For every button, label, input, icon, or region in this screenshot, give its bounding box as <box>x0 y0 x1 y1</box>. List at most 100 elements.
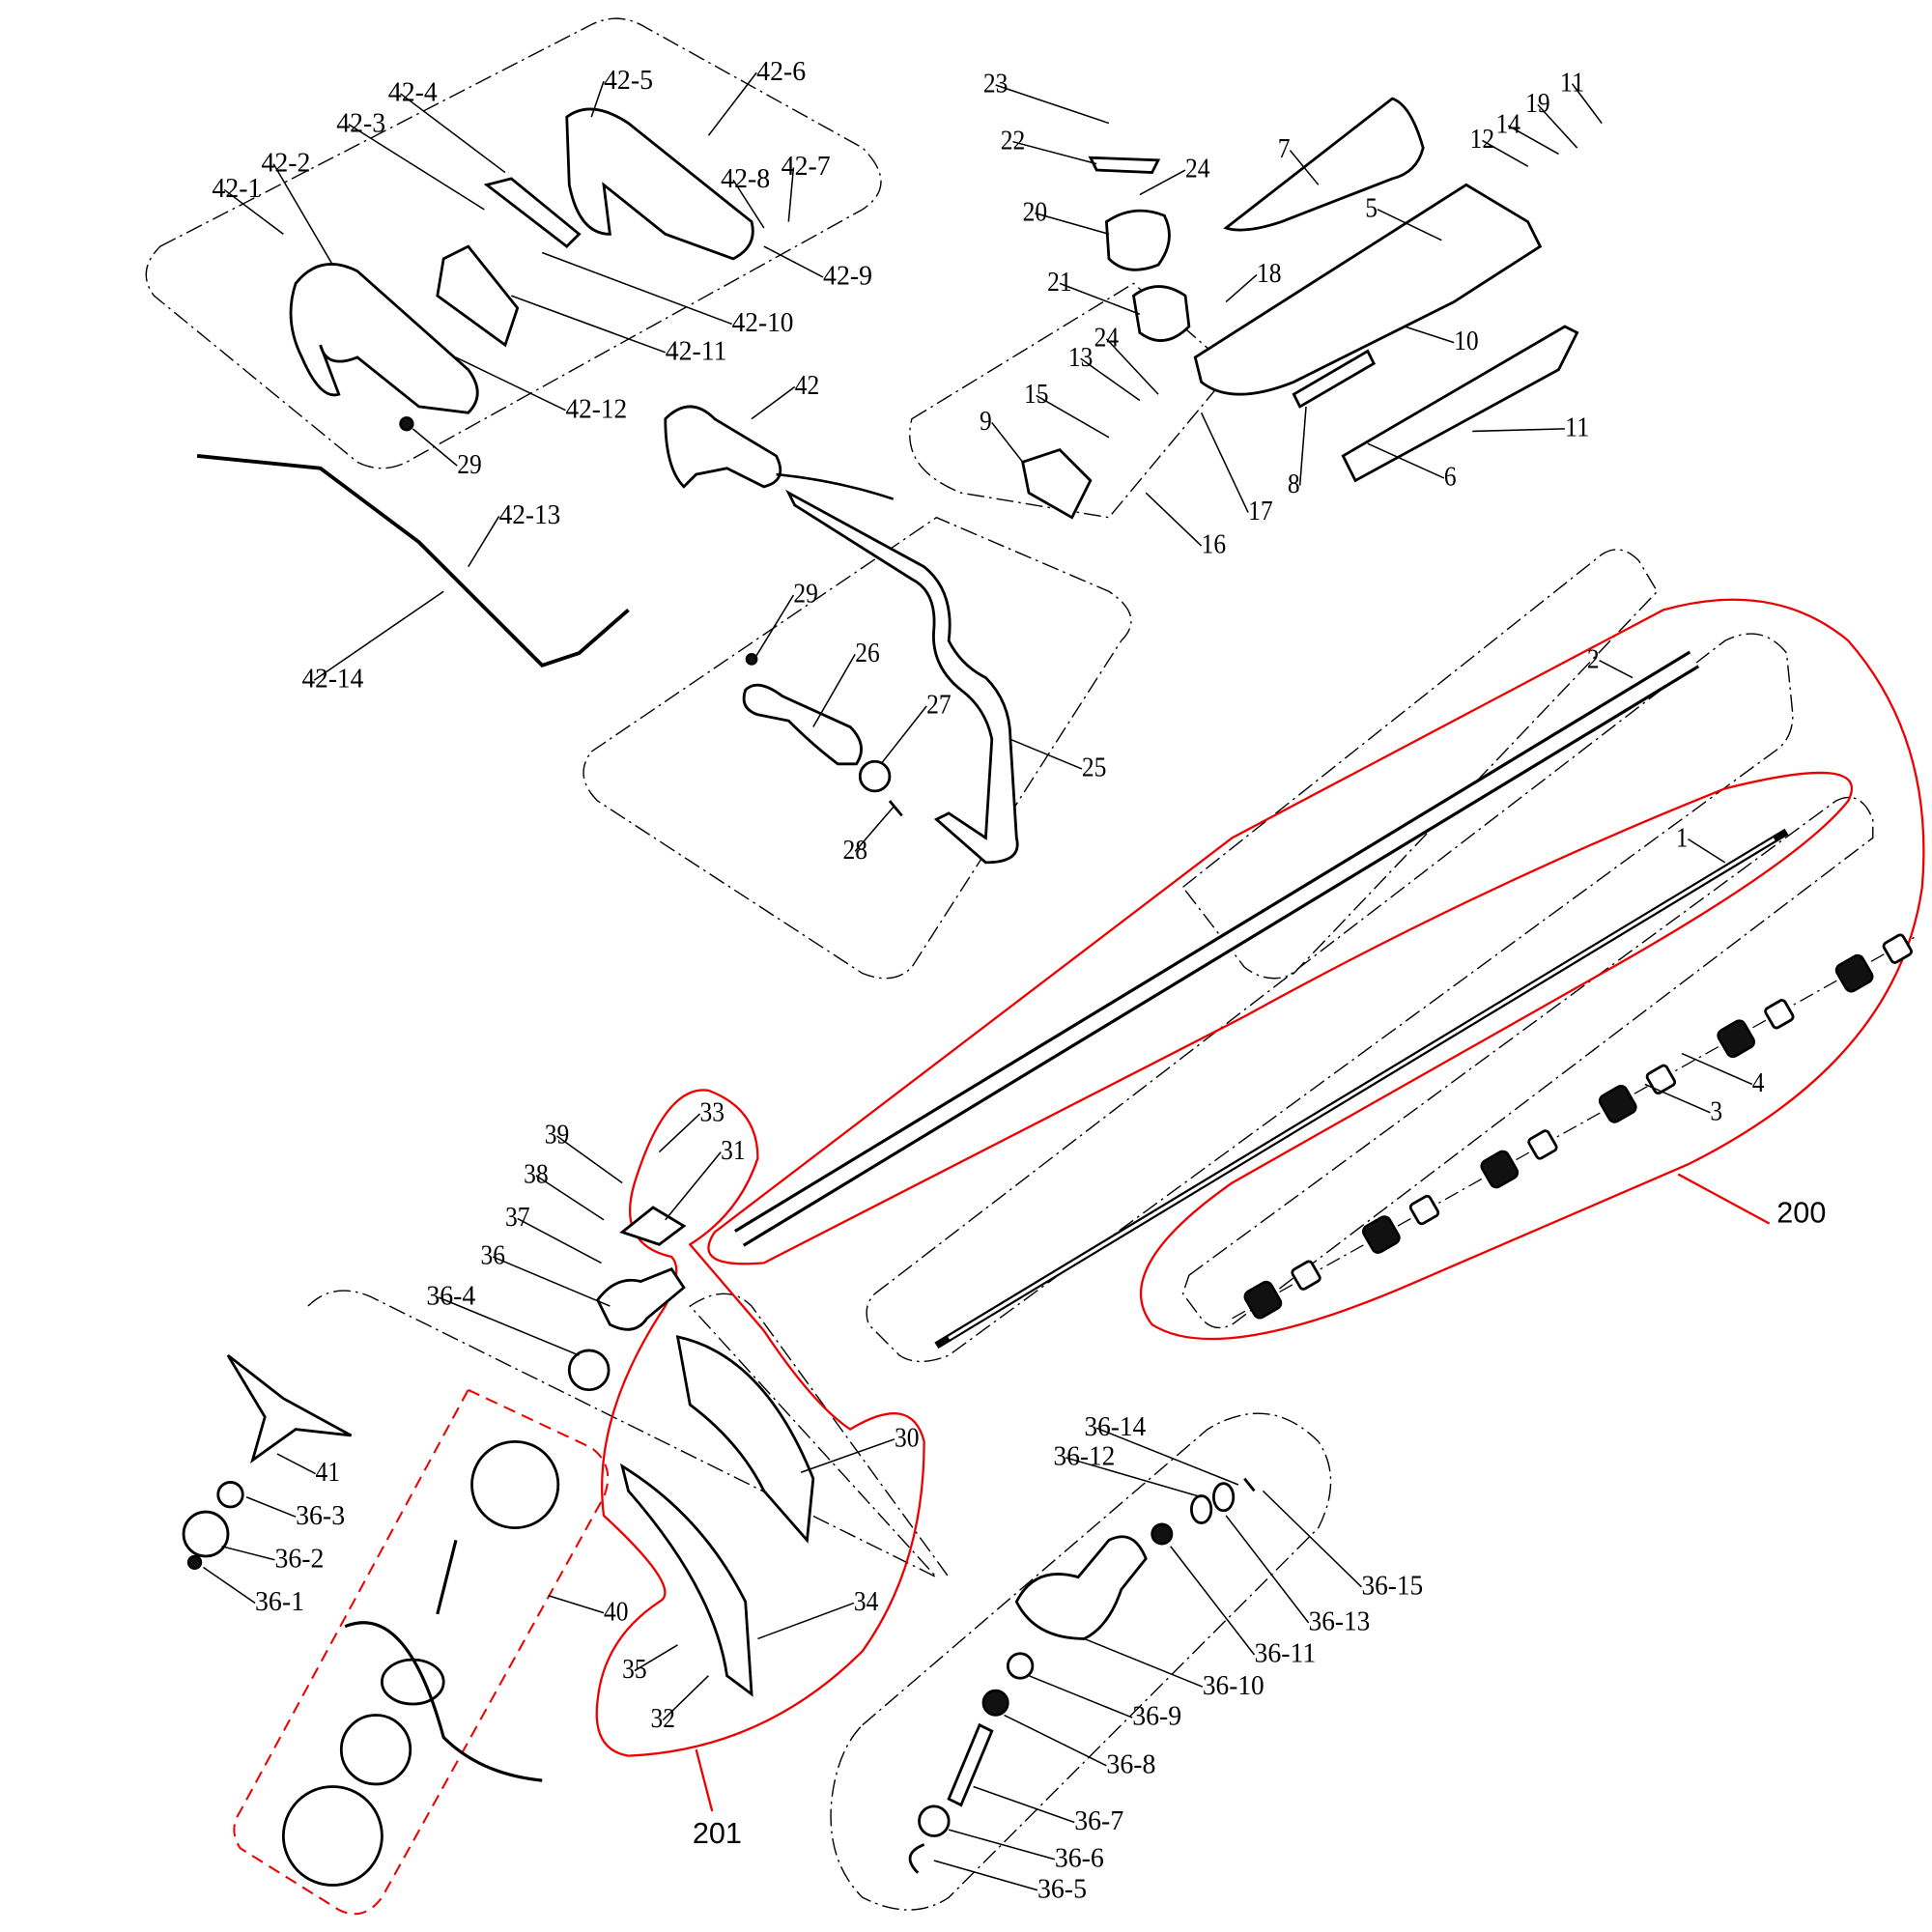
clamp-21 <box>1131 285 1191 342</box>
bearing-36-13 <box>1211 1482 1236 1513</box>
part-callout-11: 11 <box>1560 68 1585 98</box>
leader-line <box>1507 125 1559 156</box>
leader-line <box>511 295 667 354</box>
leader-line <box>245 1496 297 1518</box>
part-callout-42-11: 42-11 <box>666 336 727 366</box>
bearings-3-4 <box>1243 933 1913 1320</box>
guard-group-outline <box>307 1290 950 1578</box>
part-callout-42-2: 42-2 <box>261 148 310 178</box>
bearing-group-outline <box>1181 796 1874 1329</box>
leader-line <box>800 1438 895 1473</box>
parts <box>182 97 1917 1887</box>
leader-line <box>535 1175 605 1221</box>
leader-line <box>412 428 458 467</box>
leader-line <box>1367 442 1445 479</box>
part-callout-42-6: 42-6 <box>756 57 806 87</box>
part-callout-36-8: 36-8 <box>1106 1749 1155 1779</box>
part-callout-15: 15 <box>1024 380 1049 410</box>
upper-handle-housing <box>289 263 479 414</box>
blade-41 <box>226 1353 353 1463</box>
leader-line <box>995 84 1110 125</box>
part-callout-42-1: 42-1 <box>212 174 261 204</box>
part-callout-39: 39 <box>545 1121 570 1151</box>
leader-line <box>1537 103 1578 149</box>
bushing-4 <box>1882 933 1913 964</box>
switch-9 <box>1021 447 1093 520</box>
part-callout-42-14: 42-14 <box>302 665 364 695</box>
part-callout-7: 7 <box>1278 134 1291 164</box>
leader-line <box>492 1256 611 1307</box>
part-callout-28: 28 <box>842 836 867 866</box>
cover-7 <box>1223 97 1425 232</box>
part-callout-14: 14 <box>1495 110 1520 140</box>
engine-housing-5 <box>1193 183 1543 396</box>
leader-line <box>1145 492 1203 547</box>
part-callout-5: 5 <box>1365 193 1378 223</box>
part-callout-32: 32 <box>650 1704 675 1734</box>
leader-line <box>787 167 795 222</box>
gearhead-group-outline <box>830 1412 1332 1911</box>
assembly-201-leader <box>695 1748 714 1812</box>
part-callout-42-4: 42-4 <box>388 78 438 108</box>
leader-line <box>1170 1546 1256 1656</box>
leader-line <box>223 188 284 235</box>
grip-26 <box>742 683 863 766</box>
leader-line <box>203 1566 256 1605</box>
part-callout-29: 29 <box>793 580 818 610</box>
bar-handle-group-outline <box>582 516 1132 980</box>
bushing-4 <box>1764 999 1795 1030</box>
part-callout-25: 25 <box>1082 753 1107 783</box>
group-outlines <box>145 17 1874 1911</box>
leader-line <box>1298 406 1307 486</box>
part-callout-36-12: 36-12 <box>1054 1442 1116 1472</box>
spool-ring <box>381 1658 445 1706</box>
leader-line <box>1644 1083 1711 1114</box>
assembly-200-label: 200 <box>1776 1196 1826 1229</box>
trimmer-head-bottom <box>281 1785 384 1887</box>
leader-line <box>812 653 856 727</box>
part-callout-42: 42 <box>795 371 820 401</box>
part-callout-31: 31 <box>721 1136 746 1166</box>
throttle-lever <box>483 177 582 248</box>
part-callout-21: 21 <box>1047 268 1072 298</box>
part-callout-36-13: 36-13 <box>1309 1607 1371 1637</box>
assembly-200-leader <box>1677 1173 1771 1225</box>
leader-line <box>1289 150 1320 185</box>
spool <box>339 1714 412 1786</box>
leader-line <box>1262 1490 1362 1588</box>
leader-line <box>662 1675 709 1721</box>
wing-nut-22 <box>1088 156 1161 175</box>
gearhead-36-10 <box>1014 1535 1148 1640</box>
part-callout-30: 30 <box>895 1423 920 1453</box>
bearing-3 <box>1717 1019 1756 1059</box>
part-callout-42-12: 42-12 <box>565 394 627 424</box>
bearing-3 <box>1480 1150 1520 1189</box>
part-callout-13: 13 <box>1068 343 1094 373</box>
part-callout-36-10: 36-10 <box>1203 1671 1264 1701</box>
leader-line <box>634 1644 678 1672</box>
leader-line <box>400 93 506 174</box>
leader-line <box>732 179 765 229</box>
leader-line <box>348 124 485 211</box>
leader-line <box>933 1860 1038 1891</box>
spindle-36-7 <box>947 1722 994 1807</box>
leader-line <box>517 1217 602 1264</box>
leader-line <box>1681 1052 1753 1086</box>
wiring-harness <box>196 454 630 668</box>
leader-line <box>751 385 796 420</box>
part-callout-11: 11 <box>1565 413 1590 443</box>
knob-27 <box>858 759 892 793</box>
leader-line <box>1599 659 1634 679</box>
bearing-3 <box>1834 953 1874 993</box>
bushing-4 <box>1291 1260 1321 1291</box>
bolt-28 <box>888 800 903 817</box>
leader-line <box>1009 738 1083 770</box>
part-callout-1: 1 <box>1676 823 1689 853</box>
tube-group-outline <box>1181 549 1659 980</box>
cover-6 <box>1341 325 1579 483</box>
part-callout-24: 24 <box>1185 155 1210 185</box>
trimmer-line <box>344 1621 543 1782</box>
leader-line <box>1225 1515 1310 1624</box>
gear-36-8 <box>981 1689 1009 1717</box>
